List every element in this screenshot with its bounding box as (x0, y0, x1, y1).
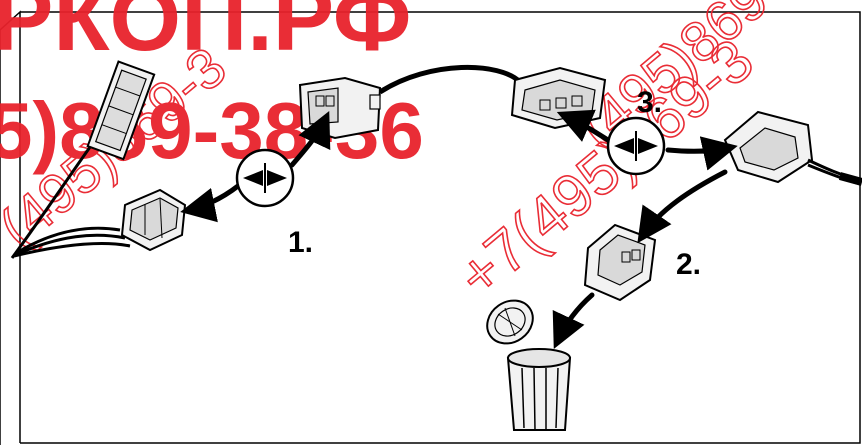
trash-can-icon (486, 299, 572, 431)
harness-wire-top (378, 64, 522, 95)
arrow-step1-right (289, 110, 331, 168)
step-label-3: 3. (637, 86, 662, 119)
right-harness-wires (807, 158, 862, 186)
arrow-step3-left (556, 109, 611, 143)
step-label-1: 1. (288, 226, 313, 259)
arrows (180, 109, 738, 350)
connector-right (723, 110, 814, 184)
connector-lower-left (120, 188, 187, 252)
step-label-2: 2. (676, 248, 701, 281)
left-harness-wires (10, 139, 131, 259)
connector-top-middle (298, 76, 382, 140)
connector-disconnect-icon (235, 148, 295, 208)
arrow-step3-right (665, 136, 738, 171)
connector-upper-left (86, 60, 156, 161)
arrow-step2-to-new (637, 169, 728, 244)
arrow-step2-to-trash (552, 292, 595, 350)
watermark-line1: РКОП.РФ (0, 0, 411, 70)
connector-new (583, 223, 657, 302)
arrow-step1-left (180, 183, 241, 223)
connector-disconnect-icon (606, 116, 666, 176)
connector-top-right-middle (510, 66, 607, 130)
frame (0, 10, 861, 445)
